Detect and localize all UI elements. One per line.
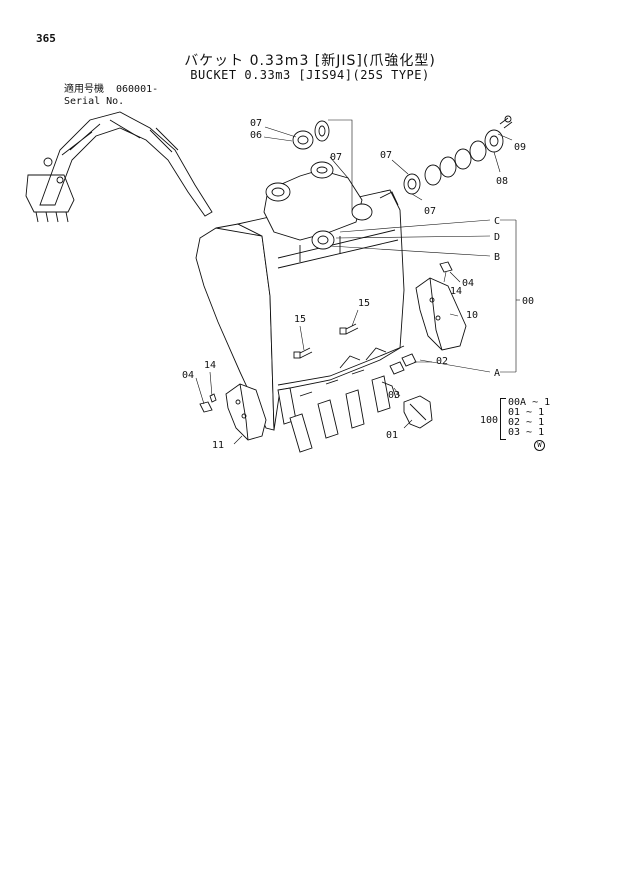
callout-11: 11 — [212, 440, 224, 451]
side-cutter-right — [415, 261, 467, 351]
callout-02: 02 — [436, 356, 448, 367]
page-number: 365 — [36, 32, 56, 45]
quantity-item: 03 ~ 1 — [508, 427, 545, 438]
w-mark: W — [534, 440, 545, 451]
callout-07: 07 — [380, 150, 392, 161]
callout-08: 08 — [496, 176, 508, 187]
callout-06: 06 — [250, 130, 262, 141]
callout-14: 14 — [450, 286, 462, 297]
quantity-item: 00A ~ 1 — [508, 397, 551, 408]
callout-10: 10 — [466, 310, 478, 321]
quantity-item: 02 ~ 1 — [508, 417, 545, 428]
callout-03: 03 — [388, 390, 400, 401]
tooth-and-pin — [381, 353, 433, 429]
leader-lines — [195, 119, 520, 445]
serial-value: 060001- — [116, 84, 159, 95]
callout-04: 04 — [182, 370, 194, 381]
callout-labels: 06 07 07 07 07 08 09 C D B 04 14 00 15 1… — [182, 118, 534, 451]
quantity-item: 01 ~ 1 — [508, 407, 545, 418]
callout-09: 09 — [514, 142, 526, 153]
page-title-jp: バケット 0.33m3 [新JIS](爪強化型) — [184, 53, 436, 69]
callout-01: 01 — [386, 430, 398, 441]
serial-label-jp: 適用号機 — [64, 84, 104, 95]
callout-C: C — [494, 216, 500, 227]
callout-B: B — [494, 252, 500, 263]
pins-and-collars — [292, 115, 513, 195]
side-cutter-left — [199, 383, 267, 441]
serial-label-en: Serial No. — [64, 96, 125, 107]
page-title-en: BUCKET 0.33m3 [JIS94](25S TYPE) — [190, 68, 430, 82]
callout-07: 07 — [250, 118, 262, 129]
bolts — [293, 323, 359, 359]
serial-block: 適用号機 060001- Serial No. — [64, 84, 158, 108]
callout-A: A — [494, 368, 500, 379]
callout-07: 07 — [330, 152, 342, 163]
callout-15: 15 — [294, 314, 306, 325]
excavator-arm-thumbnail — [25, 111, 213, 223]
bucket-body — [195, 161, 405, 453]
callout-07: 07 — [424, 206, 436, 217]
callout-04: 04 — [462, 278, 474, 289]
quantity-root: 100 — [480, 415, 499, 426]
callout-00: 00 — [522, 296, 534, 307]
callout-14: 14 — [204, 360, 216, 371]
callout-15: 15 — [358, 298, 370, 309]
callout-D: D — [494, 232, 500, 243]
quantity-brace — [500, 398, 506, 440]
